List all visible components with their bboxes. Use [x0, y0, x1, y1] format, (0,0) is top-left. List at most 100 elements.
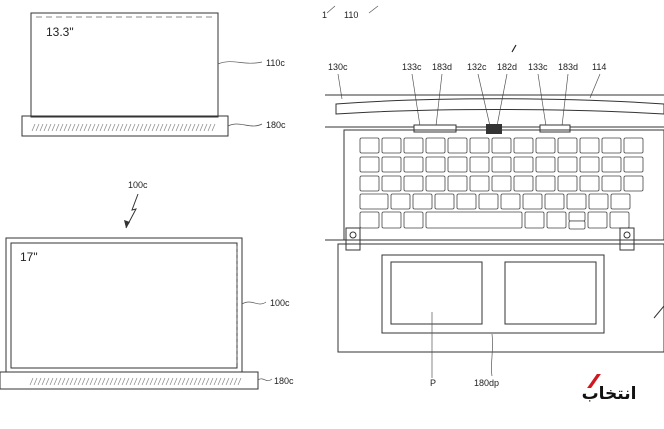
keyboard-key: [587, 211, 608, 229]
keyboard-key: [456, 193, 477, 210]
hatch-mark: [185, 377, 190, 386]
laptop-13-figure: 13.3" 110c 180c: [21, 12, 286, 137]
hatch-mark: [37, 377, 42, 386]
hatch-mark: [35, 123, 40, 132]
keyboard-key: [513, 137, 534, 154]
hatch-mark: [127, 123, 132, 132]
hatch-mark: [213, 377, 218, 386]
hatch-mark: [107, 123, 112, 132]
hinge-knob-right-pin: [623, 231, 631, 239]
screen-13: [30, 12, 219, 118]
label-182d: 182d: [497, 62, 517, 72]
keyboard-key: [412, 193, 433, 210]
keyboard-key: [544, 193, 565, 210]
right-header-refs: 1 110: [322, 5, 517, 53]
keyboard-key: [491, 175, 512, 192]
hatch-mark: [89, 377, 94, 386]
hatch-mark: [133, 377, 138, 386]
hatch-mark: [171, 123, 176, 132]
hatch-mark: [155, 123, 160, 132]
hinge-knob-left-pin: [349, 231, 357, 239]
hatch-mark: [203, 123, 208, 132]
leader-180dp: [491, 333, 493, 377]
leader-110: [368, 5, 379, 14]
hatch-mark: [45, 377, 50, 386]
touchpad-left: [390, 261, 483, 325]
hatch-mark: [47, 123, 52, 132]
keyboard-key: [557, 156, 578, 173]
screen-size-17: 17": [20, 250, 38, 264]
hatch-mark: [119, 123, 124, 132]
keyboard-key: [359, 211, 380, 229]
right-edge-arrow: [653, 305, 664, 319]
hatch-mark: [29, 377, 34, 386]
hatch-mark: [31, 123, 36, 132]
hatch-mark: [97, 377, 102, 386]
hatch-mark: [63, 123, 68, 132]
keyboard-key: [469, 137, 490, 154]
hatch-mark: [77, 377, 82, 386]
hatch-mark: [229, 377, 234, 386]
hatch-mark: [225, 377, 230, 386]
hatch-mark: [59, 123, 64, 132]
hatch-mark: [57, 377, 62, 386]
hatch-mark: [189, 377, 194, 386]
keyboard-key: [381, 137, 402, 154]
label-180c-bottom: 180c: [274, 376, 294, 386]
hatch-mark: [167, 123, 172, 132]
keyboard-key: [381, 211, 402, 229]
hatch-mark: [143, 123, 148, 132]
keyboard-key: [609, 211, 630, 229]
hatch-mark: [177, 377, 182, 386]
hatch-mark: [237, 377, 242, 386]
hatch-mark: [83, 123, 88, 132]
leader-132c: [477, 73, 491, 127]
hinge-center: [486, 124, 502, 134]
hatch-mark: [117, 377, 122, 386]
hatch-mark: [123, 123, 128, 132]
hatch-mark: [67, 123, 72, 132]
keyboard-key: [491, 156, 512, 173]
hatch-mark: [161, 377, 166, 386]
hatch-mark: [191, 123, 196, 132]
hatch-mark: [101, 377, 106, 386]
keyboard-key: [623, 137, 644, 154]
hatch-mark: [85, 377, 90, 386]
hatch-mark: [91, 123, 96, 132]
keyboard-key: [568, 220, 586, 230]
hatch-mark: [205, 377, 210, 386]
keyboard-key: [403, 211, 424, 229]
keyboard-key: [535, 175, 556, 192]
hatch-mark: [187, 123, 192, 132]
screen-17-outer: [5, 237, 243, 373]
hatch-mark: [193, 377, 198, 386]
hatch-mark: [149, 377, 154, 386]
hatch-mark: [141, 377, 146, 386]
hatch-mark: [55, 123, 60, 132]
keyboard-key: [535, 156, 556, 173]
keyboard-key: [610, 193, 631, 210]
keyboard-key: [469, 156, 490, 173]
hatch-mark: [111, 123, 116, 132]
screen-size-13: 13.3": [46, 25, 74, 39]
keyboard-key: [425, 137, 446, 154]
keyboard-deck: [343, 129, 664, 241]
logo-text: انتخاب: [581, 384, 637, 404]
keyboard-key: [403, 156, 424, 173]
keyboard-key: [469, 175, 490, 192]
zigzag-arrow: [125, 193, 139, 229]
label-p: P: [430, 378, 436, 388]
leader-183d-a: [435, 73, 443, 127]
curved-bar: [335, 98, 664, 115]
leader-182d: [496, 73, 508, 127]
keyboard-key: [500, 193, 521, 210]
label-180c-top: 180c: [266, 120, 286, 130]
leader-100c: [241, 301, 267, 305]
laptop-17-figure: 17" 100c 180c: [0, 237, 294, 390]
hatch-mark: [199, 123, 204, 132]
label-1: 1: [322, 10, 327, 20]
hatch-mark: [125, 377, 130, 386]
hatch-mark: [73, 377, 78, 386]
hatch-mark: [173, 377, 178, 386]
hatch-mark: [217, 377, 222, 386]
